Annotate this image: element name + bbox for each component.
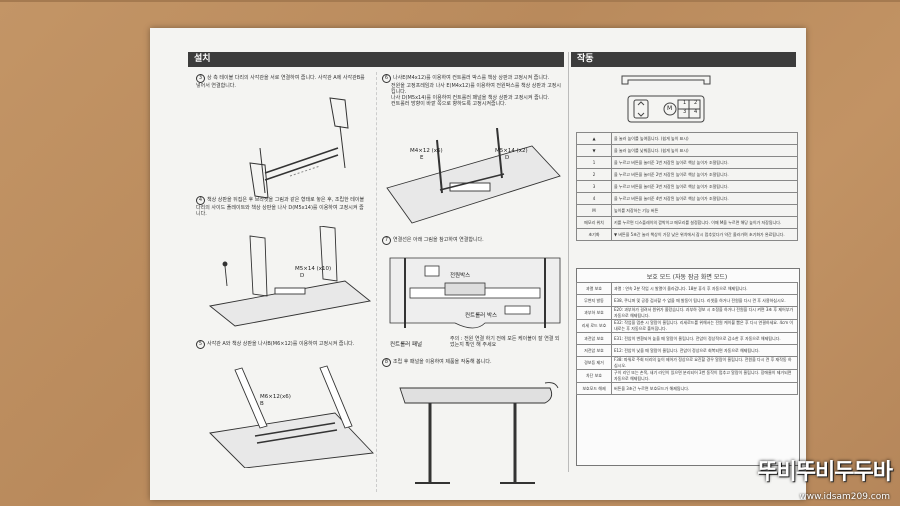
step-6-callout-a: M4×12 (x6) — [410, 148, 443, 154]
box-seam — [0, 0, 900, 2]
operation-table: ▲을 눌러 높이를 높여줍니다. (쉽게 높이 표시) ▼을 눌러 높이를 낮춰… — [576, 132, 798, 241]
step-4-illustration — [208, 226, 372, 327]
step-6-bullet: 컨트롤러 방향이 바깥 쪽으로 향하도록 고정시켜줍니다. — [391, 101, 507, 107]
step-6-bullet: 나사 D(M5x14)를 이용하여 컨트롤러 패널을 책상 상판과 고정시켜 줍… — [391, 95, 550, 101]
step-6-letter-b: D — [505, 155, 510, 161]
watermark-url: www.idsam209.com — [799, 492, 890, 502]
step-6-callout-b: M5×14 (x2) — [495, 148, 528, 154]
panel-button-4: 4 — [694, 109, 698, 115]
step-6-letter-a: E — [420, 155, 424, 161]
step-3-illustration — [249, 97, 349, 198]
panel-button-1: 1 — [683, 100, 687, 106]
step-5-illustration — [209, 365, 374, 468]
step-8-illustration — [399, 382, 559, 484]
step-7-illustration — [389, 257, 561, 329]
table-row: 초기화▼ 버튼을 5초간 눌러 책상이 가장 낮은 위치에서 잠시 멈추었다가 … — [576, 228, 798, 241]
install-header: 설치 — [188, 52, 564, 67]
protection-title: 보호 모드 (자동 잠금 화면 모드) — [646, 274, 728, 281]
control-panel-diagram — [621, 75, 711, 123]
step-4-callout: M5×14 (x10) — [295, 266, 332, 272]
install-divider — [376, 72, 377, 492]
operation-header: 작동 — [571, 52, 796, 67]
watermark-logo: 뚜비뚜비두두바 — [757, 460, 893, 485]
step-5-callout: M6×12(x6) — [260, 394, 291, 400]
step-7-panel-label: 컨트롤러 패널 — [390, 342, 423, 348]
panel-button-2: 2 — [694, 100, 698, 106]
step-7-controller-label: 컨트롤러 박스 — [465, 313, 498, 319]
table-row: ▼을 눌러 높이를 낮춰줍니다. (쉽게 높이 표시) — [576, 144, 798, 157]
step-7-note: 주의 : 전원 연결 하기 전에 모든 케이블이 잘 연결 되었는지 확인 해 … — [450, 336, 560, 348]
step-7-power-label: 전원박스 — [450, 273, 471, 279]
step-6-bullet: 전원을 고정프레임과 나사 E(M4x12)를 이용하여 전원박스를 책상 상판… — [391, 83, 561, 95]
panel-button-m: M — [667, 105, 673, 112]
step-6-illustration — [386, 128, 561, 224]
step-4-letter: D — [300, 273, 305, 279]
column-divider — [568, 52, 569, 472]
panel-button-3: 3 — [683, 109, 687, 115]
step-5-letter: B — [260, 401, 264, 407]
table-row: ▲을 눌러 높이를 높여줍니다. (쉽게 높이 표시) — [576, 132, 798, 145]
